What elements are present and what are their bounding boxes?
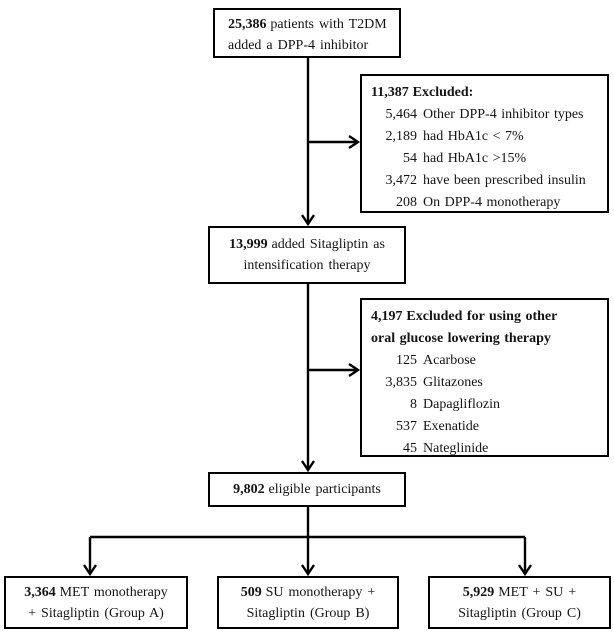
excluded2-title-line2: oral glucose lowering therapy [371,331,551,346]
group-b-count: 509 [240,584,262,600]
group-c-count: 5,929 [462,584,495,600]
exclusion-count: 5,464 [385,107,418,122]
total-patients-text: patients with T2DM [270,17,387,32]
exclusion-item: 208 On DPP-4 monotherapy [371,192,603,214]
exclusion-label: Dapagliflozin [423,397,500,412]
excluded1-count: 11,387 [371,85,409,100]
exclusion-label: On DPP-4 monotherapy [423,195,561,210]
exclusion-count: 125 [396,353,417,368]
exclusion-item: 3,835 Glitazones [371,372,603,394]
exclusion-label: had HbA1c >15% [423,151,527,166]
eligible-text: eligible participants [268,482,381,497]
group-a-line2: + Sitagliptin (Group A) [28,605,164,621]
arrowhead-down-sitagliptin [301,214,315,227]
exclusion-item: 2,189 had HbA1c < 7% [371,126,603,148]
exclusion-label: Glitazones [423,375,483,390]
exclusion-item: 8 Dapagliflozin [371,394,603,416]
arrowhead-right-excluded1 [348,135,361,149]
group-b-line2: Sitagliptin (Group B) [246,605,370,621]
exclusion-count: 2,189 [385,129,418,144]
exclusion-count: 537 [396,419,417,434]
exclusion-item: 5,464 Other DPP-4 inhibitor types [371,104,603,126]
eligible-count: 9,802 [233,482,265,497]
group-c-text: MET + SU + [498,584,577,600]
exclusion-label: Nateglinide [423,441,489,456]
exclusion-label: Exenatide [423,419,479,434]
exclusion-item: 537 Exenatide [371,416,603,438]
arrowhead-right-excluded2 [348,363,361,377]
sitagliptin-line2: intensification therapy [243,258,371,273]
excluded1-title-text: Excluded: [412,85,474,100]
exclusion-count: 208 [396,195,417,210]
group-a-count: 3,364 [24,584,56,600]
arrowhead-down-eligible [301,460,315,473]
exclusion-item: 3,472 have been prescribed insulin [371,170,603,192]
total-patients-count: 25,386 [228,17,267,32]
exclusion-item: 54 had HbA1c >15% [371,148,603,170]
exclusion-label: Acarbose [423,353,476,368]
exclusion-count: 3,835 [385,375,418,390]
exclusion-item: 125 Acarbose [371,350,603,372]
exclusion-label: have been prescribed insulin [423,173,586,188]
total-patients-line2: added a DPP-4 inhibitor [228,38,369,53]
arrowhead-down-groupC [518,564,532,577]
exclusion-count: 45 [403,441,417,456]
group-c-line2: Sitagliptin (Group C) [458,605,581,621]
exclusion-count: 54 [403,151,417,166]
sitagliptin-count: 13,999 [229,237,268,252]
excluded2-title-text: Excluded for using other [406,309,558,324]
exclusion-item: 45 Nateglinide [371,438,603,460]
exclusion-label: had HbA1c < 7% [423,129,524,144]
group-a-text: MET monotherapy [59,584,168,600]
exclusion-label: Other DPP-4 inhibitor types [423,107,584,122]
exclusion-count: 3,472 [385,173,418,188]
arrowhead-down-groupA [83,564,97,577]
sitagliptin-text: added Sitagliptin as [271,237,385,252]
group-b-text: SU monotherapy + [265,584,376,600]
exclusion-count: 8 [410,397,417,412]
excluded2-count: 4,197 [371,309,403,324]
arrowhead-down-groupB [301,564,315,577]
